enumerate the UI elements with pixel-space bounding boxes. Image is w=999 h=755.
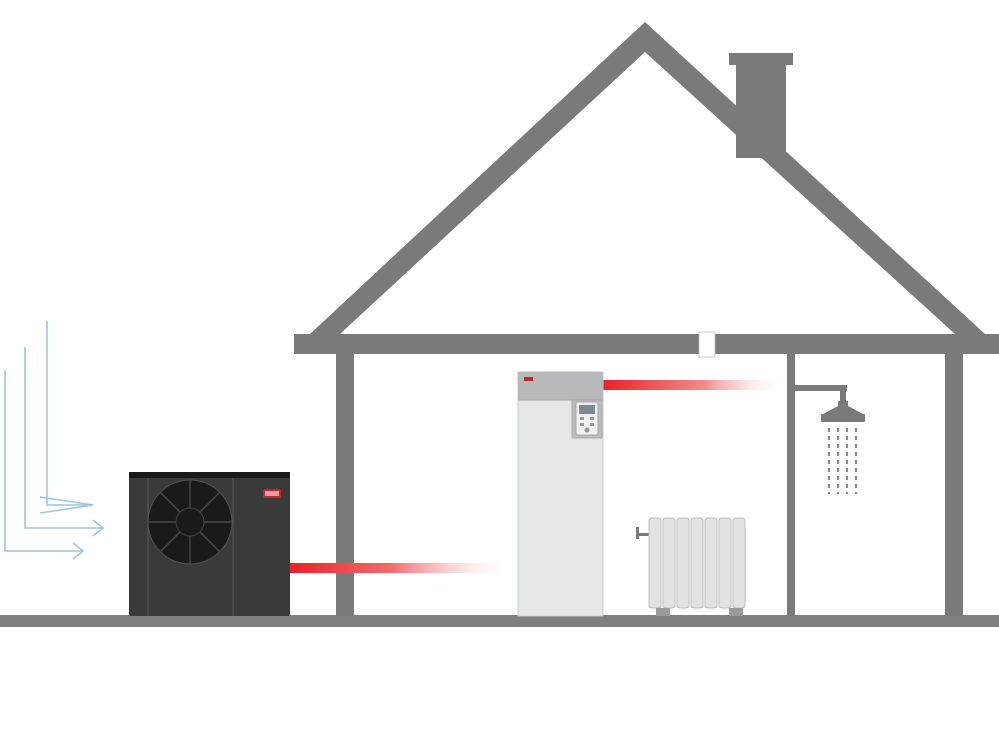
chimney [736,62,786,158]
ground-line [0,615,999,627]
heat-pipe-outdoor-to-tank [290,563,518,573]
house-structure [294,22,999,616]
shower-water-drops [827,428,858,494]
heat-pipe-tank-to-shower [603,380,788,390]
left-wall [336,354,354,616]
radiator-icon [636,517,746,616]
ceiling-beam [294,334,999,354]
air-flow-arrow-icon [4,321,105,560]
right-wall [945,354,963,616]
roof [310,22,985,334]
shower-head-icon [795,385,865,422]
tank-badge [524,377,533,381]
control-panel-icon [571,399,603,439]
chimney-cap [729,53,793,65]
fan-icon [147,479,233,565]
ceiling-fixture [698,331,716,358]
partition-pipe [787,354,795,616]
